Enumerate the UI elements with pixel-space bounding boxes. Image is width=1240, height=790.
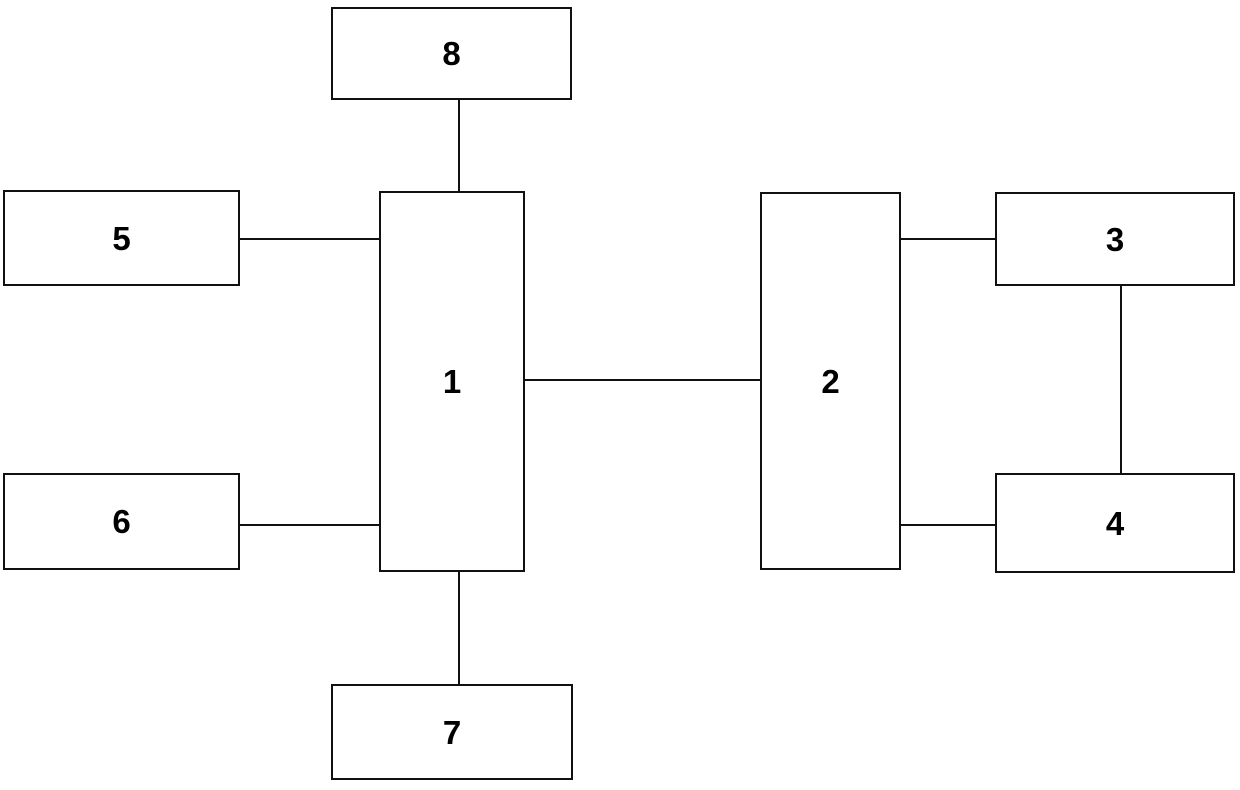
connector-5-to-1 [240,238,379,240]
connector-2-to-4 [901,524,995,526]
connector-2-to-3 [901,238,995,240]
block-6[interactable]: 6 [3,473,240,570]
connector-3-to-4 [1120,286,1122,473]
block-6-label: 6 [112,503,131,540]
block-8[interactable]: 8 [331,7,572,100]
block-4[interactable]: 4 [995,473,1235,573]
block-3-label: 3 [1105,220,1125,258]
block-1-label: 1 [442,363,462,400]
connector-1-to-7 [458,572,460,684]
block-2[interactable]: 2 [760,192,901,570]
connector-1-to-2 [525,379,760,381]
block-7-label: 7 [442,713,462,751]
block-2-label: 2 [821,362,840,400]
block-8-label: 8 [442,35,461,72]
connector-8-to-1 [458,100,460,191]
block-5-label: 5 [112,219,131,257]
block-4-label: 4 [1105,504,1125,542]
block-5[interactable]: 5 [3,190,240,286]
block-7[interactable]: 7 [331,684,573,780]
block-1[interactable]: 1 [379,191,525,572]
connector-6-to-1 [240,524,379,526]
block-3[interactable]: 3 [995,192,1235,286]
